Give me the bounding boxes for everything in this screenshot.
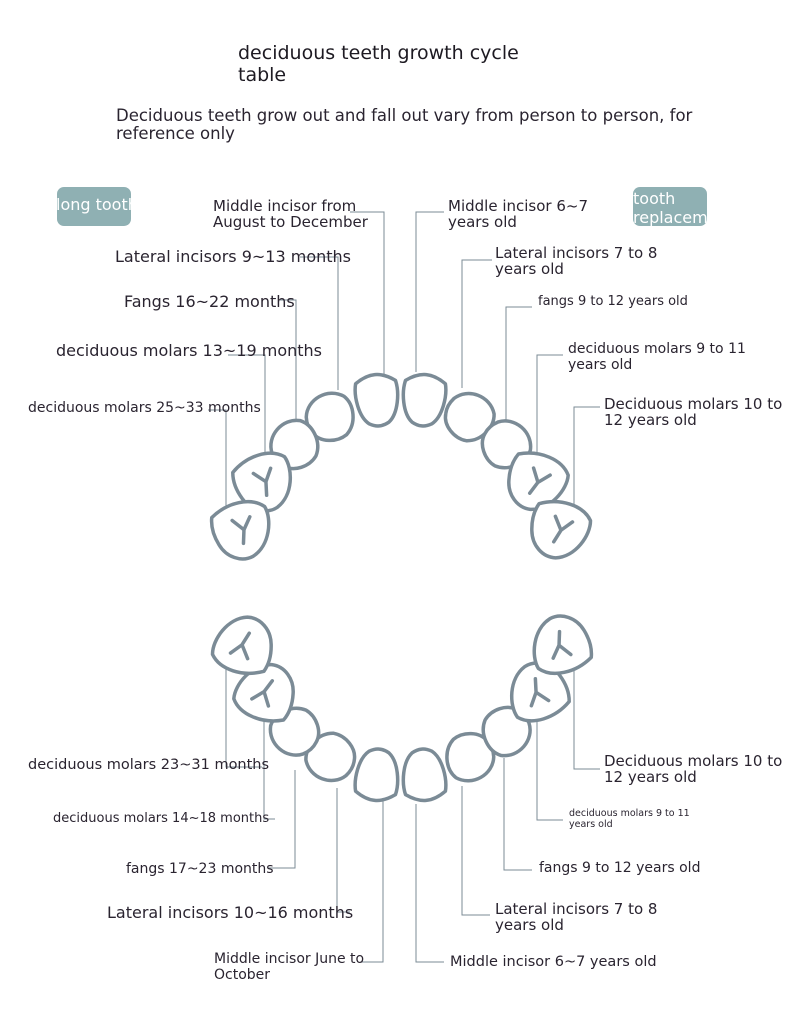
label-lower-fang-replacement: fangs 9 to 12 years old bbox=[539, 860, 701, 876]
label-upper-middle-incisor-growth: Middle incisor from August to December bbox=[213, 197, 368, 231]
label-lower-second-molar-replacement: Deciduous molars 10 to 12 years old bbox=[604, 752, 783, 786]
label-upper-second-molar-growth: deciduous molars 25~33 months bbox=[28, 400, 261, 416]
label-upper-fang-growth: Fangs 16~22 months bbox=[124, 292, 295, 311]
label-lower-first-molar-growth: deciduous molars 14~18 months bbox=[53, 811, 270, 826]
label-lower-fang-growth: fangs 17~23 months bbox=[126, 861, 274, 877]
label-lower-middle-incisor-replacement: Middle incisor 6~7 years old bbox=[450, 954, 657, 970]
page-title: deciduous teeth growth cycle table bbox=[238, 42, 519, 86]
label-lower-lateral-incisor-growth: Lateral incisors 10~16 months bbox=[107, 903, 354, 922]
legend-growing-pill: long tooth bbox=[57, 187, 131, 226]
label-lower-lateral-incisor-replacement: Lateral incisors 7 to 8 years old bbox=[495, 900, 658, 934]
label-lower-first-molar-replacement: deciduous molars 9 to 11 years old bbox=[569, 808, 690, 830]
label-upper-lateral-incisor-growth: Lateral incisors 9~13 months bbox=[115, 247, 351, 266]
label-lower-middle-incisor-growth: Middle incisor June to October bbox=[214, 951, 365, 983]
lower-right-central-incisor bbox=[398, 745, 449, 804]
legend-replacement-pill: tooth replacement bbox=[633, 187, 707, 226]
lower-left-central-incisor bbox=[352, 745, 403, 804]
legend-growing-label: long tooth bbox=[57, 195, 131, 214]
label-upper-fang-replacement: fangs 9 to 12 years old bbox=[538, 294, 688, 309]
label-lower-second-molar-growth: deciduous molars 23~31 months bbox=[28, 757, 270, 773]
label-upper-first-molar-growth: deciduous molars 13~19 months bbox=[56, 341, 322, 360]
leader-lines bbox=[208, 211, 600, 963]
label-upper-second-molar-replacement: Deciduous molars 10 to 12 years old bbox=[604, 395, 783, 429]
label-upper-middle-incisor-replacement: Middle incisor 6~7 years old bbox=[448, 197, 588, 231]
label-upper-lateral-incisor-replacement: Lateral incisors 7 to 8 years old bbox=[495, 244, 658, 278]
page-subtitle: Deciduous teeth grow out and fall out va… bbox=[116, 106, 693, 143]
upper-right-central-incisor bbox=[398, 371, 449, 430]
legend-replacement-label: tooth replacement bbox=[633, 189, 707, 226]
label-upper-first-molar-replacement: deciduous molars 9 to 11 years old bbox=[568, 341, 746, 373]
upper-left-central-incisor bbox=[352, 371, 403, 430]
